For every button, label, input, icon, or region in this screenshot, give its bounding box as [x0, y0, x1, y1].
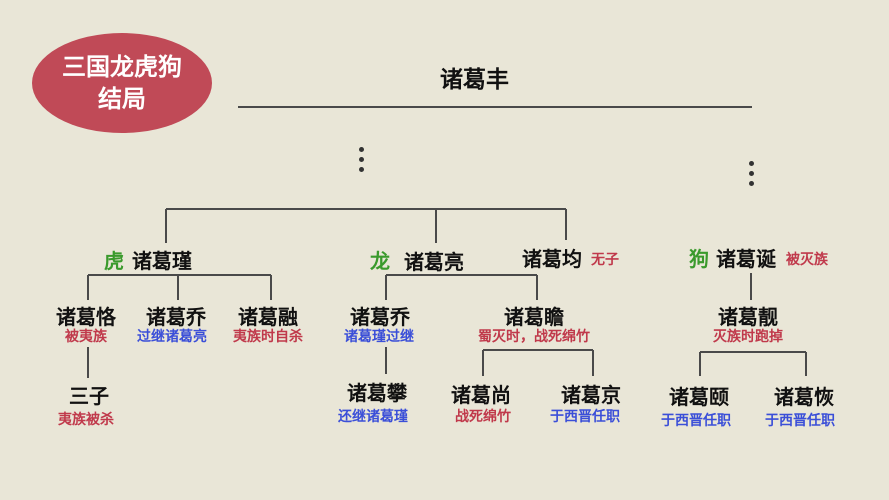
note-zhuge-pan: 还继诸葛瑾	[338, 409, 408, 425]
dog-mark: 狗	[689, 247, 709, 271]
person-zhuge-jun: 诸葛均	[522, 247, 582, 271]
person-zhuge-shang: 诸葛尚	[451, 383, 511, 407]
person-zhuge-jing-shu: 诸葛京	[561, 383, 621, 407]
note-zhuge-jing-shu: 于西晋任职	[550, 409, 620, 425]
person-zhuge-kai: 诸葛恢	[774, 385, 834, 409]
person-zhuge-jing-wei: 诸葛靓	[718, 305, 778, 329]
note-zhuge-ke: 被夷族	[65, 329, 107, 345]
note-zhuge-yi: 于西晋任职	[661, 413, 731, 429]
ellipsis-dot	[359, 147, 364, 152]
person-zhuge-dan: 诸葛诞	[716, 247, 776, 271]
note-zhuge-shang: 战死绵竹	[455, 409, 511, 425]
ellipsis-dot	[749, 171, 754, 176]
person-zhuge-rong: 诸葛融	[238, 305, 298, 329]
ellipsis-dot	[359, 167, 364, 172]
note-zhuge-qiao-shu: 诸葛瑾过继	[344, 329, 414, 345]
person-zhuge-yi: 诸葛颐	[669, 385, 729, 409]
note-sanzi: 夷族被杀	[58, 412, 114, 428]
tiger-mark: 虎	[104, 249, 124, 273]
person-zhuge-pan: 诸葛攀	[347, 381, 407, 405]
person-zhuge-jin: 诸葛瑾	[132, 249, 192, 273]
title-badge: 三国龙虎狗 结局	[32, 33, 212, 133]
person-zhuge-zhan: 诸葛瞻	[504, 305, 564, 329]
ellipsis-dot	[749, 161, 754, 166]
dragon-mark: 龙	[370, 249, 390, 273]
title-line2: 结局	[98, 85, 146, 113]
note-zhuge-jun: 无子	[591, 252, 619, 268]
note-zhuge-jing-wei: 灭族时跑掉	[713, 329, 783, 345]
title-line1: 三国龙虎狗	[62, 53, 182, 81]
person-zhuge-qiao-shu: 诸葛乔	[350, 305, 410, 329]
person-zhuge-qiao-wu: 诸葛乔	[146, 305, 206, 329]
ellipsis-dot	[749, 181, 754, 186]
person-zhuge-liang: 诸葛亮	[404, 250, 464, 274]
note-zhuge-rong: 夷族时自杀	[233, 329, 303, 345]
note-zhuge-zhan: 蜀灭时，战死绵竹	[478, 329, 590, 345]
person-sanzi: 三子	[69, 384, 109, 408]
ellipsis-dot	[359, 157, 364, 162]
person-zhuge-ke: 诸葛恪	[56, 305, 116, 329]
note-zhuge-kai: 于西晋任职	[765, 413, 835, 429]
note-zhuge-dan: 被灭族	[786, 252, 828, 268]
root-name: 诸葛丰	[440, 67, 509, 93]
note-zhuge-qiao-wu: 过继诸葛亮	[137, 329, 207, 345]
